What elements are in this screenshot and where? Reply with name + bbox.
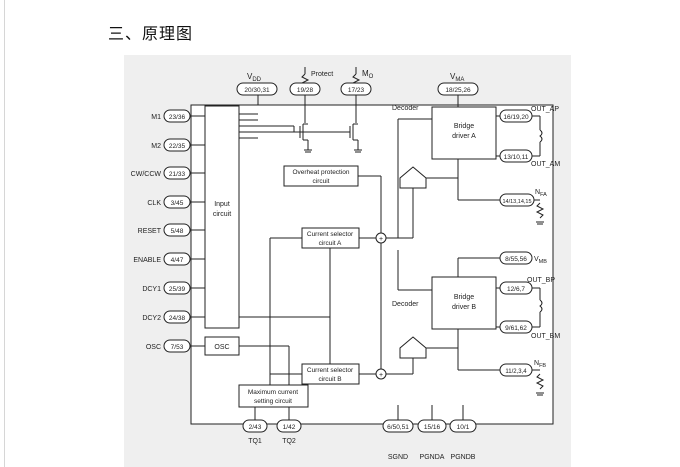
pin-number-out-am: 13/10,11 <box>504 154 529 161</box>
pin-label-reset: RESET <box>138 228 162 235</box>
pin-number-reset: 5/48 <box>171 228 184 235</box>
selector-a-label-2: circuit A <box>319 240 342 247</box>
vma-label: VMA <box>450 72 464 83</box>
pin-label-m2: M2 <box>151 143 161 150</box>
bridge-b-label-1: Bridge <box>454 294 474 301</box>
selector-a-label-1: Current selector <box>307 231 354 238</box>
pin-label-pgnda: PGNDA <box>420 454 445 461</box>
decoder-b-label: Decoder <box>392 301 419 308</box>
selector-b-label-1: Current selector <box>307 367 354 374</box>
pin-label-enable: ENABLE <box>133 257 161 264</box>
pin-number-tq2: 1/42 <box>283 424 296 431</box>
pin-label-osc: OSC <box>146 344 161 351</box>
pin-label-out-ap: OUT_AP <box>531 106 559 113</box>
pin-number-nfb: 11/2,3,4 <box>505 369 527 375</box>
vma-pin-number: 18/25,26 <box>445 87 471 94</box>
pin-number-vmb: 8/55,56 <box>505 256 527 263</box>
pin-number-cw-ccw: 21/33 <box>169 171 186 178</box>
pin-number-pgnda: 15/16 <box>424 424 441 431</box>
mo-pin-number: 17/23 <box>348 87 365 94</box>
pin-label-vmb: VMB <box>534 256 547 265</box>
protect-label: Protect <box>311 71 333 78</box>
max-current-label-2: setting circuit <box>254 398 292 405</box>
pin-number-out-ap: 16/19,20 <box>503 114 529 121</box>
pin-label-out-am: OUT_AM <box>531 161 560 168</box>
pin-label-pgndb: PGNDB <box>451 454 476 461</box>
pin-number-enable: 4/47 <box>171 257 184 264</box>
bridge-b-label-2: driver B <box>452 304 476 311</box>
document-left-border <box>4 0 5 467</box>
bridge-a-label-2: driver A <box>452 133 476 140</box>
pin-number-out-bp: 12/6,7 <box>507 286 525 293</box>
pin-number-osc: 7/53 <box>171 344 184 351</box>
bridge-a-block <box>431 106 497 160</box>
pin-number-sgnd: 6/50,51 <box>387 424 409 431</box>
decoder-a-label: Decoder <box>392 105 419 112</box>
bridge-a-label-1: Bridge <box>454 123 474 130</box>
pin-number-out-bm: 9/61,62 <box>505 325 527 332</box>
pin-label-cw-ccw: CW/CCW <box>131 171 162 178</box>
pin-label-out-bp: OUT_BP <box>527 277 555 284</box>
ic-outline <box>190 104 554 425</box>
pin-label-m1: M1 <box>151 114 161 121</box>
vdd-pin-number: 20/30,31 <box>244 87 270 94</box>
pin-number-pgndb: 10/1 <box>457 424 470 431</box>
max-current-label-1: Maximum current <box>248 389 298 396</box>
input-circuit-block <box>204 105 240 329</box>
pin-label-nfa: NFA <box>535 189 547 198</box>
pin-label-dcy2: DCY2 <box>142 315 161 322</box>
overheat-label-1: Overheat protection <box>292 169 349 176</box>
pin-label-out-bm: OUT_BM <box>531 333 560 340</box>
selector-b-label-2: circuit B <box>318 376 341 383</box>
pin-number-clk: 3/45 <box>171 200 184 207</box>
max-current-block <box>238 384 309 408</box>
input-circuit-label-2: circuit <box>213 211 231 218</box>
pin-label-sgnd: SGND <box>388 454 408 461</box>
summing-node-b: + <box>379 372 383 379</box>
pin-label-clk: CLK <box>147 200 161 207</box>
section-heading: 三、原理图 <box>108 24 194 43</box>
input-circuit-label-1: Input <box>214 201 230 208</box>
protect-pin-number: 19/28 <box>297 87 314 94</box>
pin-number-nfa: 14/13,14,15 <box>502 199 531 205</box>
pin-number-m1: 23/36 <box>169 114 186 121</box>
pin-label-tq1: TQ1 <box>248 438 262 445</box>
pin-number-m2: 22/35 <box>169 143 186 150</box>
vdd-label: VDD <box>247 72 262 83</box>
pin-number-dcy2: 24/38 <box>169 315 186 322</box>
pin-label-dcy1: DCY1 <box>142 286 161 293</box>
pin-label-tq2: TQ2 <box>282 438 296 445</box>
bridge-b-block <box>431 276 497 330</box>
summing-node-a: + <box>379 236 383 243</box>
pin-number-tq1: 2/43 <box>249 424 262 431</box>
pin-number-dcy1: 25/39 <box>169 286 186 293</box>
mo-label: MO <box>362 69 374 80</box>
osc-block-label: OSC <box>214 344 229 351</box>
overheat-label-2: circuit <box>313 178 330 185</box>
pin-label-nfb: NFB <box>534 360 546 369</box>
